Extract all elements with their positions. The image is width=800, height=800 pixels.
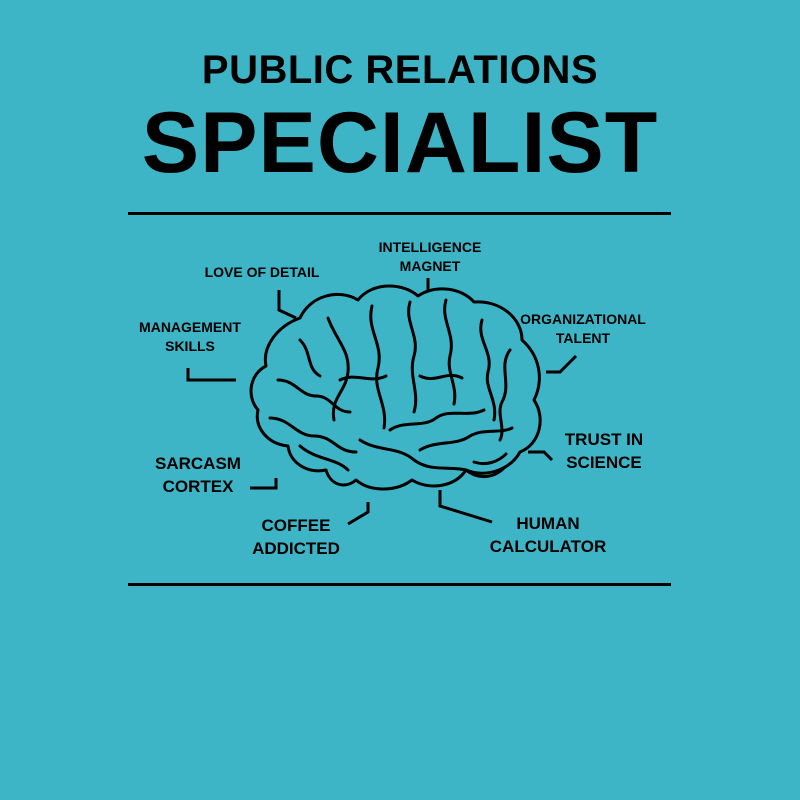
label-intelligence-line-1: INTELLIGENCE xyxy=(378,239,482,255)
label-human-calculator: HUMAN CALCULATOR xyxy=(480,513,616,559)
label-intelligence-magnet: INTELLIGENCE MAGNET xyxy=(362,238,498,276)
label-organizational-line-2: TALENT xyxy=(555,329,611,346)
label-human-line-2: CALCULATOR xyxy=(489,536,607,556)
label-love-of-detail-line-1: LOVE OF DETAIL xyxy=(204,264,320,280)
label-management-line-1: MANAGEMENT xyxy=(139,319,241,335)
label-love-of-detail: LOVE OF DETAIL xyxy=(188,263,336,282)
label-organizational-talent: ORGANIZATIONAL TALENT xyxy=(500,310,666,348)
label-management-skills: MANAGEMENT SKILLS xyxy=(120,318,260,356)
label-sarcasm-line-1: SARCASM xyxy=(155,454,241,473)
label-trust-in-science: TRUST IN SCIENCE xyxy=(546,429,662,475)
label-organizational-line-1: ORGANIZATIONAL xyxy=(520,311,646,327)
label-intelligence-line-2: MAGNET xyxy=(399,257,461,274)
bottom-divider xyxy=(128,583,671,586)
title-line-2: SPECIALIST xyxy=(141,95,659,191)
label-human-line-1: HUMAN xyxy=(516,514,580,533)
label-trust-line-1: TRUST IN xyxy=(564,430,644,449)
label-sarcasm-line-2: CORTEX xyxy=(162,476,234,496)
label-coffee-line-1: COFFEE xyxy=(261,516,331,535)
label-management-line-2: SKILLS xyxy=(165,337,215,354)
label-trust-line-2: SCIENCE xyxy=(566,452,642,472)
label-coffee-addicted: COFFEE ADDICTED xyxy=(236,515,356,561)
top-divider xyxy=(128,212,671,215)
label-coffee-line-2: ADDICTED xyxy=(252,538,340,558)
title-line-1: PUBLIC RELATIONS xyxy=(201,48,599,92)
label-sarcasm-cortex: SARCASM CORTEX xyxy=(138,453,258,499)
